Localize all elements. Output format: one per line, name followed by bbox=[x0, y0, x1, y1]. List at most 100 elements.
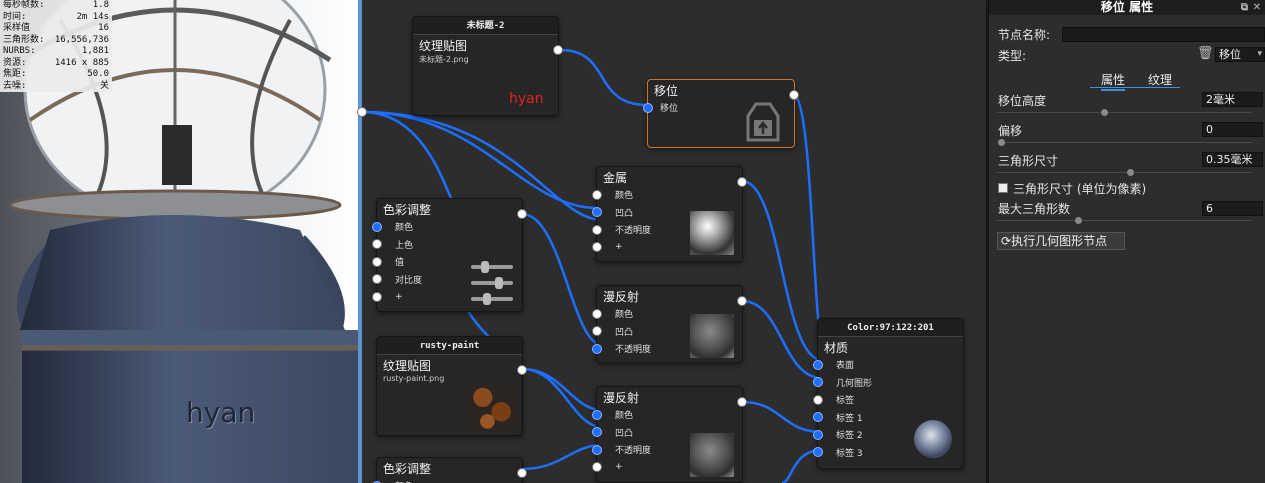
restore-icon[interactable]: ⧉ bbox=[1240, 2, 1248, 13]
close-icon[interactable]: ✕ bbox=[1252, 2, 1261, 13]
output-port[interactable] bbox=[517, 209, 527, 219]
input-port[interactable] bbox=[592, 224, 602, 235]
node-diffuse[interactable]: 漫反射 颜色 凹凸 不透明度 bbox=[592, 285, 747, 363]
execute-geometry-label: 执行几何图形节点 bbox=[1011, 234, 1108, 248]
stat-label: NURBS: bbox=[3, 46, 36, 56]
input-port[interactable] bbox=[592, 308, 602, 319]
output-port[interactable] bbox=[789, 90, 799, 100]
lantern-render bbox=[0, 0, 362, 483]
output-port[interactable] bbox=[737, 397, 747, 407]
execute-geometry-button[interactable]: ⟳执行几何图形节点 bbox=[997, 232, 1125, 250]
node-header: 未标题-2 bbox=[413, 17, 558, 35]
disp-height-field[interactable]: 2毫米 bbox=[1202, 92, 1263, 107]
node-graph-editor[interactable]: 未标题-2 纹理贴图 未标题-2.png hyan 移位 移位 金属 颜色 凹凸… bbox=[357, 0, 987, 483]
node-displacement[interactable]: 移位 移位 bbox=[643, 79, 799, 148]
trash-icon[interactable]: 🗑 bbox=[1197, 46, 1214, 61]
port-label: 值 bbox=[395, 258, 405, 269]
output-port[interactable] bbox=[357, 107, 367, 117]
input-port[interactable] bbox=[372, 239, 382, 250]
stat-label: 三角形数: bbox=[3, 34, 45, 45]
port-label: 上色 bbox=[395, 240, 414, 251]
port-label: 颜色 bbox=[615, 191, 634, 202]
output-port[interactable] bbox=[737, 296, 747, 306]
input-port[interactable] bbox=[592, 189, 602, 200]
port-label: 标签 3 bbox=[836, 448, 863, 459]
port-label: 标签 2 bbox=[836, 431, 863, 442]
node-color-adjust[interactable]: 色彩调整 颜色 上色 值 对比度 + bbox=[372, 198, 527, 312]
node-diffuse[interactable]: 漫反射 颜色 凹凸 不透明度 + bbox=[592, 386, 747, 483]
type-select[interactable]: 移位 ▾ bbox=[1215, 47, 1265, 62]
tri-size-slider[interactable] bbox=[997, 172, 1252, 173]
wire bbox=[792, 93, 824, 351]
port-row: 颜色 bbox=[372, 218, 522, 236]
offset-slider[interactable] bbox=[997, 142, 1252, 143]
tab-texture[interactable]: 纹理 bbox=[1148, 73, 1173, 87]
input-port[interactable] bbox=[372, 256, 382, 267]
rust-texture-preview bbox=[469, 383, 515, 431]
node-material[interactable]: Color:97:122:201 材质 表面 几何图形 标签 标签 1 标签 2… bbox=[813, 318, 964, 469]
port-row: + bbox=[592, 239, 742, 257]
input-port[interactable] bbox=[643, 102, 653, 113]
max-tri-field[interactable]: 6 bbox=[1202, 201, 1263, 216]
max-tri-knob[interactable] bbox=[1075, 217, 1082, 224]
input-port[interactable] bbox=[813, 394, 823, 405]
input-port[interactable] bbox=[813, 447, 823, 458]
input-port[interactable] bbox=[592, 207, 602, 218]
disp-height-knob[interactable] bbox=[1101, 109, 1108, 116]
stat-value: 1416 x 885 bbox=[54, 57, 109, 68]
stat-row: 资源:1416 x 885 bbox=[3, 58, 109, 70]
port-row: 凹凸 bbox=[592, 424, 742, 442]
input-port[interactable] bbox=[592, 326, 602, 337]
tri-size-knob[interactable] bbox=[1127, 169, 1134, 176]
input-port[interactable] bbox=[372, 221, 382, 232]
port-row: 颜色 bbox=[592, 186, 742, 204]
node-texture-untitled[interactable]: 未标题-2 纹理贴图 未标题-2.png hyan bbox=[412, 16, 563, 116]
tri-px-checkbox[interactable] bbox=[998, 183, 1008, 193]
input-port[interactable] bbox=[372, 274, 382, 285]
node-title: 移位 bbox=[654, 84, 679, 98]
type-label: 类型: bbox=[998, 49, 1027, 63]
input-port[interactable] bbox=[592, 444, 602, 455]
viewport-splitter[interactable] bbox=[358, 0, 362, 483]
port-row: + bbox=[372, 288, 522, 306]
input-port[interactable] bbox=[592, 343, 602, 354]
port-row: 标签 bbox=[813, 391, 963, 409]
port-label: 标签 1 bbox=[836, 413, 863, 424]
node-name-field[interactable] bbox=[1062, 27, 1265, 42]
input-port[interactable] bbox=[813, 429, 823, 440]
input-port[interactable] bbox=[813, 377, 823, 388]
tri-size-field[interactable]: 0.35毫米 bbox=[1202, 152, 1263, 167]
output-port[interactable] bbox=[517, 365, 527, 375]
input-port[interactable] bbox=[592, 409, 602, 420]
node-color-adjust[interactable]: 色彩调整 颜色 bbox=[372, 457, 527, 483]
input-port[interactable] bbox=[592, 427, 602, 438]
input-port[interactable] bbox=[372, 291, 382, 302]
input-port[interactable] bbox=[592, 242, 602, 253]
port-label: 不透明度 bbox=[615, 446, 652, 457]
input-port[interactable] bbox=[813, 412, 823, 423]
disp-height-slider[interactable] bbox=[997, 112, 1252, 113]
input-port[interactable] bbox=[592, 462, 602, 473]
output-port[interactable] bbox=[517, 468, 527, 478]
node-metal[interactable]: 金属 颜色 凹凸 不透明度 + bbox=[592, 166, 747, 262]
port-label: 颜色 bbox=[395, 223, 414, 234]
offset-knob[interactable] bbox=[998, 139, 1005, 146]
max-tri-slider[interactable] bbox=[997, 220, 1252, 221]
node-header: rusty-paint bbox=[377, 337, 522, 355]
port-label: + bbox=[615, 462, 623, 473]
tab-properties[interactable]: 属性 bbox=[1101, 71, 1126, 91]
output-port[interactable] bbox=[737, 177, 747, 187]
node-texture-rusty-paint[interactable]: rusty-paint 纹理贴图 rusty-paint.png bbox=[376, 336, 527, 436]
material-preview-sphere bbox=[690, 314, 734, 358]
output-port[interactable] bbox=[553, 45, 563, 55]
port-row: 颜色 bbox=[592, 305, 742, 323]
input-port[interactable] bbox=[813, 359, 823, 370]
port-label: 凹凸 bbox=[615, 327, 634, 338]
port-row: 移位 bbox=[643, 99, 794, 117]
offset-field[interactable]: 0 bbox=[1202, 122, 1263, 137]
texture-preview-logo: hyan bbox=[509, 91, 544, 107]
port-row: 对比度 bbox=[372, 271, 522, 289]
port-row: 不透明度 bbox=[592, 221, 742, 239]
